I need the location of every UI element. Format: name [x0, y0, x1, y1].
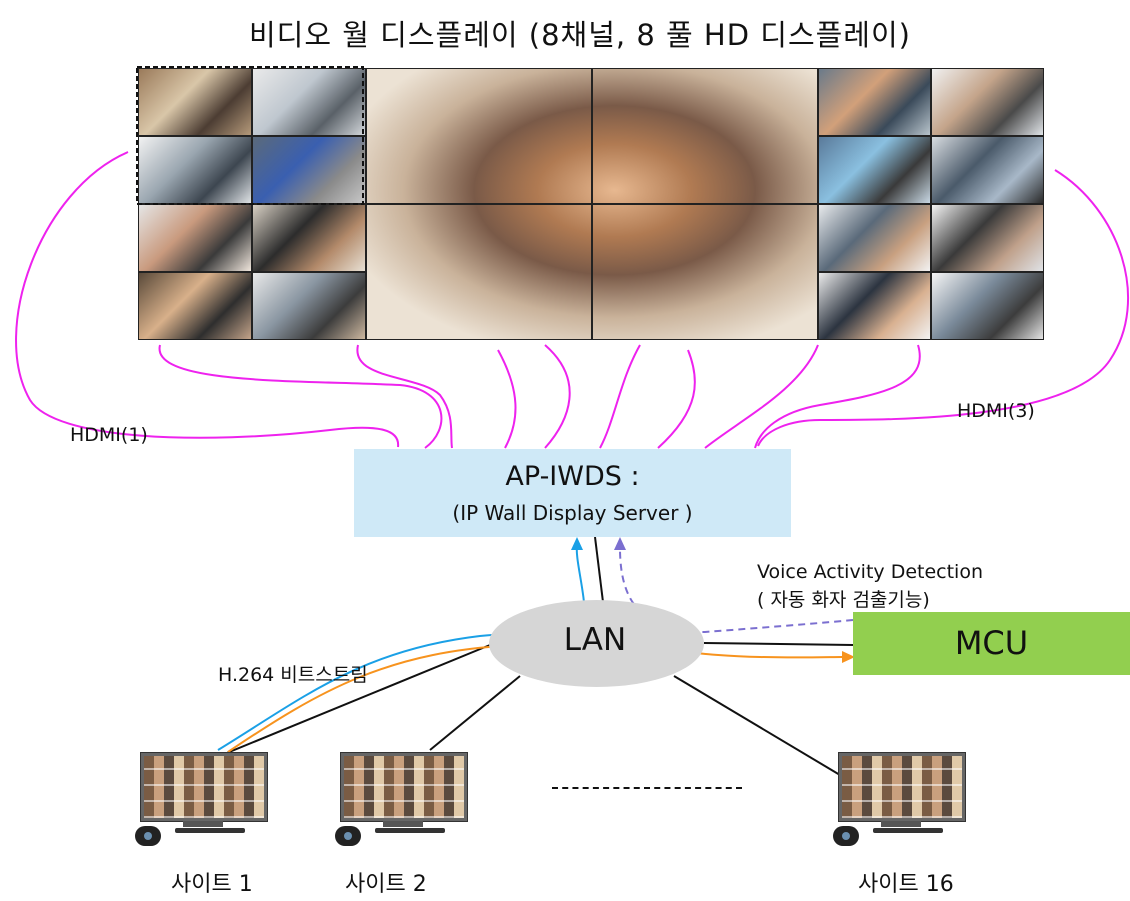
- hdmi-cable: [15, 151, 400, 448]
- wall-tile: [931, 136, 1044, 204]
- arrow-head: [571, 537, 583, 550]
- wall-display: [592, 68, 818, 204]
- wall-display-server: AP-IWDS : (IP Wall Display Server ): [354, 449, 791, 537]
- selection-box: [136, 66, 364, 205]
- site-label: 사이트 16: [858, 872, 954, 897]
- site-terminal: [335, 752, 475, 852]
- camera-icon: [833, 826, 859, 846]
- hdmi-cable: [657, 349, 696, 449]
- monitor-icon: [340, 752, 468, 822]
- monitor-icon: [838, 752, 966, 822]
- wall-tile: [138, 204, 252, 272]
- video-wall-right-panel: [818, 68, 1044, 340]
- arrow-head: [614, 537, 626, 550]
- site-terminal: [135, 752, 275, 852]
- wall-tile: [818, 272, 931, 340]
- wall-tile: [252, 136, 366, 204]
- hdmi-cable: [704, 344, 819, 449]
- wall-tile: [931, 68, 1044, 136]
- hdmi-cable: [754, 344, 921, 449]
- lan-label: LAN: [563, 622, 627, 658]
- hdmi-right-label: HDMI(3): [957, 400, 1035, 422]
- hdmi-cable: [356, 344, 453, 449]
- camera-icon: [335, 826, 361, 846]
- wall-tile: [138, 68, 252, 136]
- wall-tile: [818, 204, 931, 272]
- site-label: 사이트 1: [171, 872, 253, 897]
- site-terminal: [833, 752, 973, 852]
- lan-site16-line: [673, 675, 846, 779]
- wall-tile: [138, 272, 252, 340]
- site-label: 사이트 2: [345, 872, 427, 897]
- hdmi-cable: [158, 344, 443, 449]
- server-lan-line: [594, 536, 604, 603]
- hdmi-left-label: HDMI(1): [70, 424, 148, 446]
- video-wall-center-panel: [366, 68, 818, 340]
- wall-tile: [252, 272, 366, 340]
- wall-display: [366, 204, 592, 340]
- camera-icon: [135, 826, 161, 846]
- lan-cloud: [489, 600, 704, 687]
- hdmi-cable: [544, 344, 571, 449]
- more-sites-ellipsis: [552, 787, 742, 789]
- server-subtitle: (IP Wall Display Server ): [452, 501, 693, 525]
- voice-detection-path: [619, 547, 854, 634]
- wall-tile: [138, 136, 252, 204]
- mcu-box: MCU: [853, 612, 1130, 675]
- diagram-title: 비디오 월 디스플레이 (8채널, 8 풀 HD 디스플레이): [249, 18, 911, 52]
- hdmi-cable: [497, 349, 517, 449]
- wall-tile: [818, 136, 931, 204]
- voice-activity-label: Voice Activity Detection: [757, 561, 983, 583]
- server-title: AP-IWDS :: [505, 461, 640, 492]
- h264-label: H.264 비트스트림: [218, 664, 368, 686]
- wall-tile: [252, 68, 366, 136]
- voice-activity-sublabel: ( 자동 화자 검출기능): [757, 589, 930, 611]
- lan-site2-line: [429, 675, 521, 751]
- wall-tile: [931, 272, 1044, 340]
- lan-mcu-line: [703, 642, 854, 646]
- wall-tile: [252, 204, 366, 272]
- wall-display: [592, 204, 818, 340]
- wall-tile: [818, 68, 931, 136]
- monitor-icon: [140, 752, 268, 822]
- lan-site1-line: [221, 644, 491, 756]
- arrow-head: [842, 651, 855, 663]
- video-wall-left-panel: [138, 68, 366, 340]
- wall-display: [366, 68, 592, 204]
- hdmi-cable: [757, 169, 1130, 447]
- hdmi-cable: [599, 344, 641, 449]
- wall-tile: [931, 204, 1044, 272]
